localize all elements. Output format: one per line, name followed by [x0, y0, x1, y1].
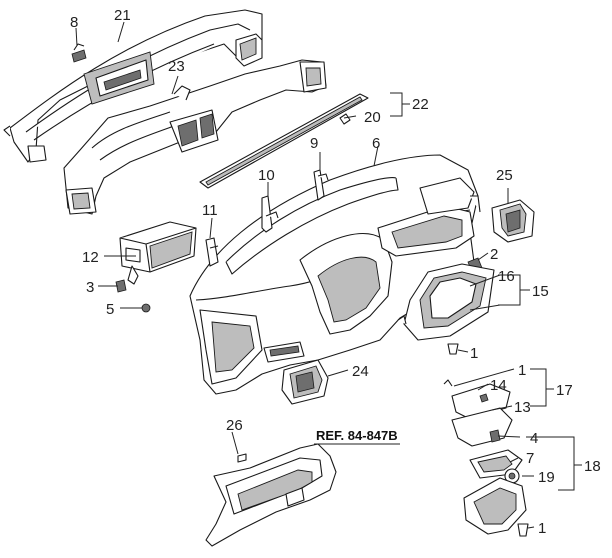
callout-21: 20	[364, 109, 381, 126]
callout-6: 5	[106, 301, 114, 318]
callout-16: 15	[532, 283, 549, 300]
callout-25: 24	[352, 363, 369, 380]
defroster-duct-part	[3, 9, 263, 163]
callout-8: 7	[526, 450, 534, 467]
callout-labels: 8 21 23 22 20 6 9 10 11 25 12 3 5 2 16 1…	[70, 7, 601, 537]
callout-24: 23	[168, 58, 185, 75]
callout-22: 21	[114, 7, 131, 24]
glove-box-part	[205, 443, 337, 547]
callout-13: 12	[82, 249, 99, 266]
callout-1-upper: 1	[470, 345, 478, 362]
callout-20: 19	[538, 469, 555, 486]
side-vent-part-26	[491, 199, 535, 243]
callout-2: 1	[518, 362, 526, 379]
nut-part-6	[141, 303, 151, 313]
callout-15: 14	[490, 377, 507, 394]
callout-9: 8	[70, 14, 78, 31]
leader-lines	[75, 21, 582, 529]
callout-17: 16	[498, 268, 515, 285]
bracket-part-11	[261, 195, 279, 233]
callout-4: 3	[86, 279, 94, 296]
callout-26: 25	[496, 167, 513, 184]
bracket-part-12	[205, 237, 219, 267]
callout-10: 9	[310, 135, 318, 152]
callout-11: 10	[258, 167, 275, 184]
reference-label: REF. 84-847B	[316, 428, 398, 443]
callout-12: 11	[202, 202, 218, 219]
callout-27: 26	[226, 417, 243, 434]
center-vent-part-25	[281, 359, 329, 405]
callout-18: 17	[556, 382, 573, 399]
clip-part-1-upper	[447, 343, 459, 355]
vent-duct-part	[63, 59, 327, 215]
lower-cover-group-19	[463, 429, 529, 537]
callout-14: 13	[514, 399, 531, 416]
callout-5: 4	[530, 430, 538, 447]
bracket-part-10	[313, 169, 329, 201]
airbag-module-part	[119, 221, 197, 285]
cluster-garnish-part	[397, 263, 495, 341]
bolt-part-4	[115, 279, 127, 293]
callout-7: 6	[372, 135, 380, 152]
defroster-grille-part	[199, 93, 369, 189]
callout-23: 22	[412, 96, 429, 113]
callout-1-lower-text: 1	[538, 520, 546, 537]
clip-part-9	[71, 43, 87, 63]
callout-19: 18	[584, 458, 601, 475]
crash-pad-part	[189, 154, 481, 395]
callout-3: 2	[490, 246, 498, 263]
